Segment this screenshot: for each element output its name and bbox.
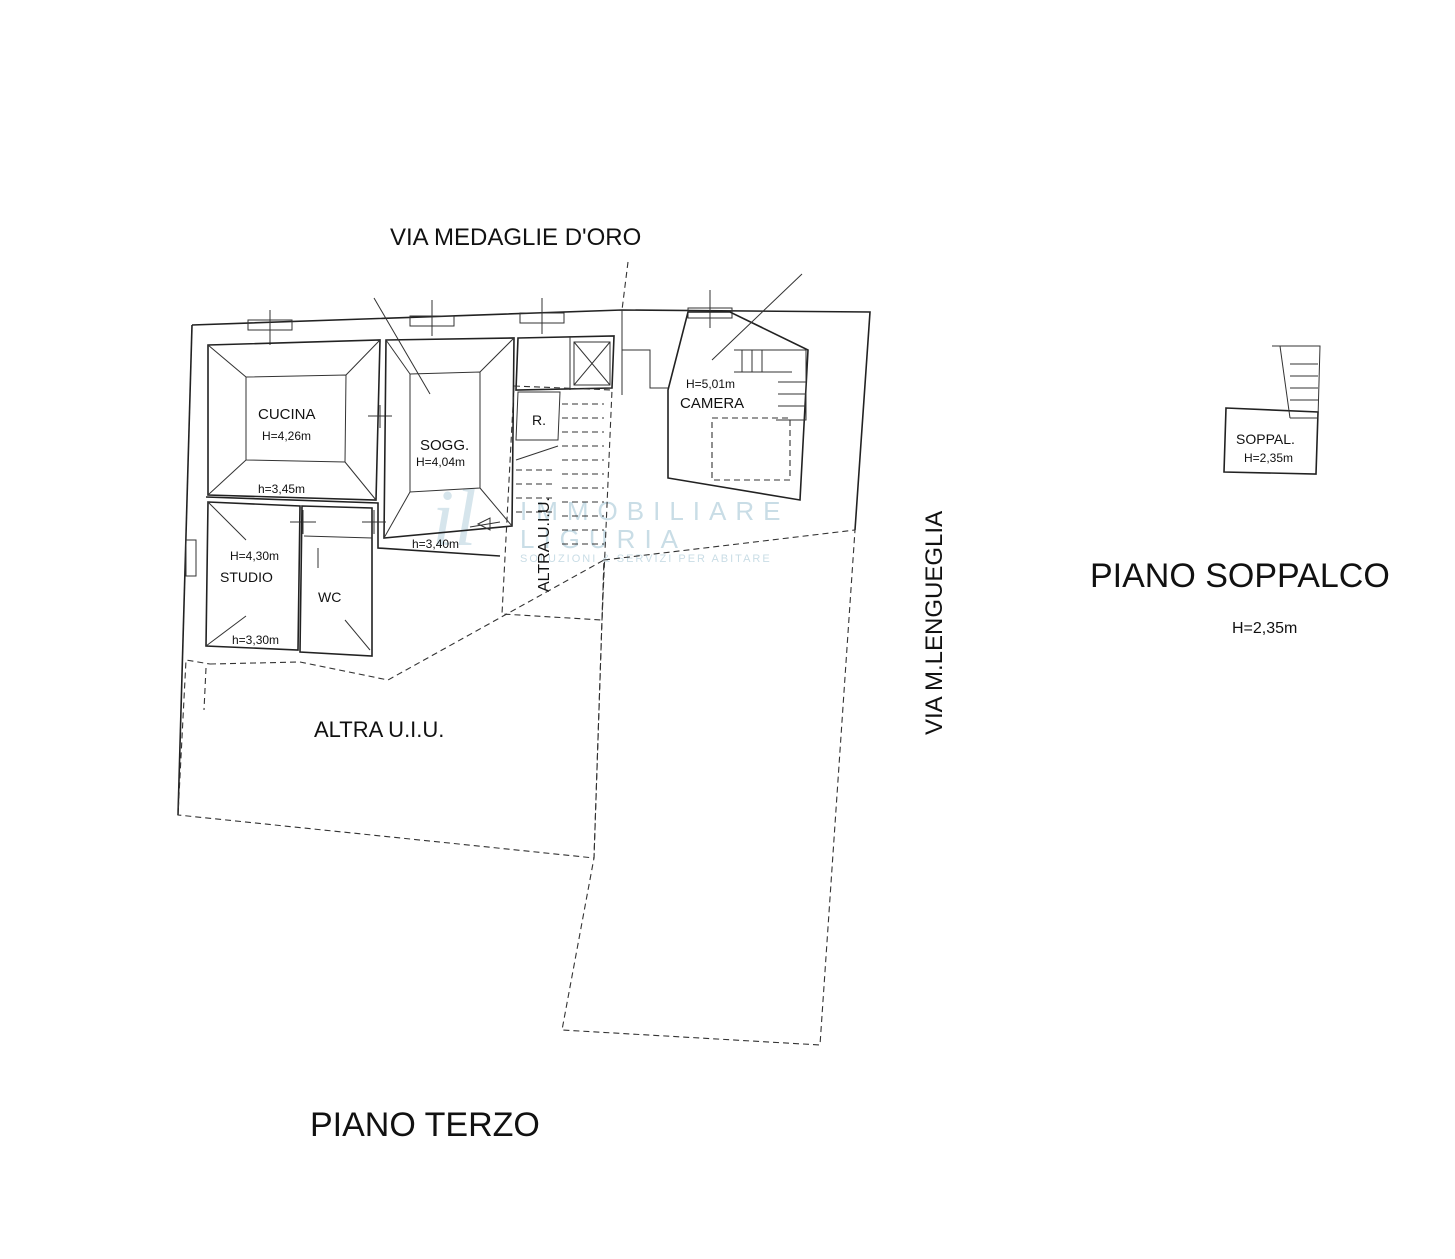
lower-dashed-areas [177,529,856,1046]
sogg-lower-height: h=3,40m [412,537,459,551]
room-small-north [515,335,615,391]
studio-lower-height: h=3,30m [232,633,279,647]
piano-soppalco-height: H=2,35m [1232,620,1297,637]
room-wc [299,505,386,657]
r-label: R. [532,412,546,428]
stair-altra-uiu [501,385,613,621]
watermark: il IMMOBILIARE LIGURIA SOLUZIONI & SERVI… [432,475,789,565]
room-studio [185,501,316,651]
soppal-name: SOPPAL. [1236,431,1295,447]
sogg-height: H=4,04m [416,455,465,469]
street-label-east: VIA M.LENGUEGLIA [921,511,948,735]
sogg-name: SOGG. [420,437,469,454]
watermark-line2: LIGURIA [520,524,687,554]
watermark-line1: IMMOBILIARE [520,496,789,526]
soppal-height: H=2,35m [1244,451,1293,465]
windows-north [247,290,733,345]
camera-height: H=5,01m [686,377,735,391]
cucina-lower-height: h=3,45m [258,482,305,496]
room-cucina [207,339,392,501]
room-sogg [373,297,515,539]
camera-stair [734,349,807,421]
camera-name: CAMERA [680,395,744,412]
altra-uiu-lower-label: ALTRA U.I.U. [314,717,444,742]
soppalco-plan [1223,345,1321,475]
building-outline [177,261,871,816]
title-piano-terzo: PIANO TERZO [310,1106,540,1144]
stair-steps [516,403,604,545]
watermark-tagline: SOLUZIONI & SERVIZI PER ABITARE [520,553,772,565]
street-label-north: VIA MEDAGLIE D'ORO [390,224,641,251]
studio-name: STUDIO [220,569,273,585]
studio-height: H=4,30m [230,549,279,563]
cucina-height: H=4,26m [262,429,311,443]
middle-wall [205,496,501,557]
title-piano-soppalco: PIANO SOPPALCO [1090,557,1390,595]
wc-label: WC [318,589,341,605]
cucina-name: CUCINA [258,406,316,423]
altra-uiu-stair-label: ALTRA U.I.U. [536,497,553,592]
room-camera [622,273,809,501]
